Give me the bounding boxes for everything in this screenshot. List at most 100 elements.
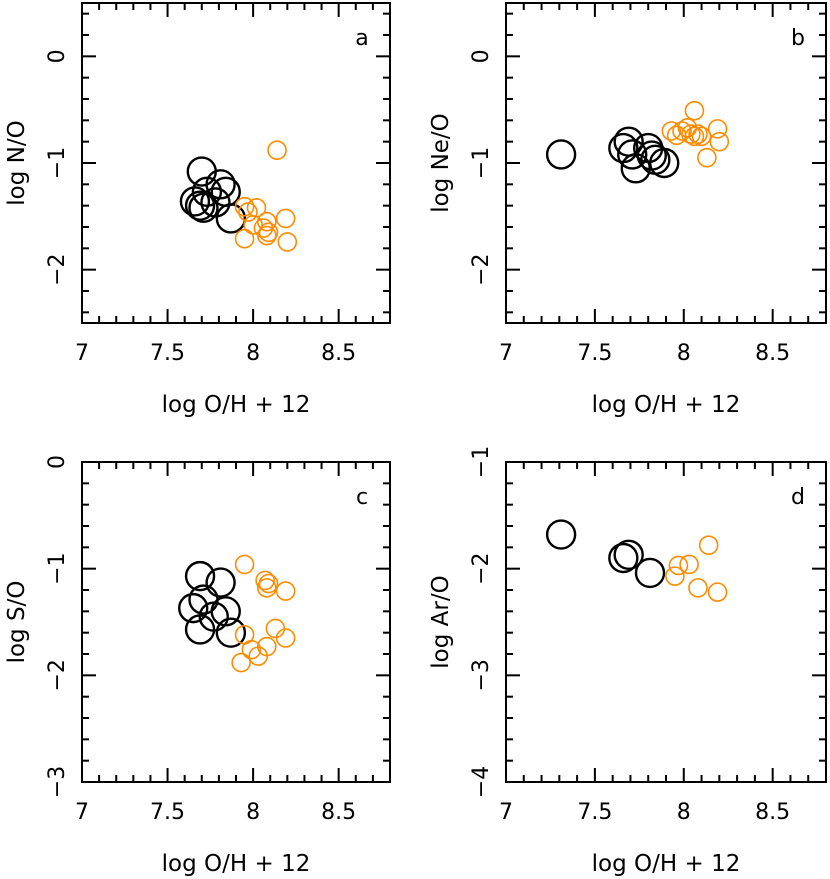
x-tick-label: 8.5 — [755, 800, 790, 825]
orange-data-point — [275, 208, 296, 229]
orange-data-point — [688, 578, 708, 598]
black-data-point — [186, 156, 217, 187]
black-data-point — [184, 190, 216, 221]
black-data-point — [634, 557, 666, 589]
y-axis-title: log Ar/O — [428, 575, 454, 668]
x-tick-label: 7 — [75, 800, 89, 825]
orange-data-point — [277, 232, 298, 252]
black-data-point — [617, 139, 648, 170]
orange-data-point — [698, 535, 719, 556]
panel-letter: b — [791, 26, 805, 51]
y-tick-label: −1 — [45, 147, 70, 179]
plot-frame — [81, 2, 391, 324]
black-data-point — [205, 169, 236, 200]
orange-data-point — [275, 581, 296, 601]
orange-data-point — [256, 225, 277, 246]
x-tick-label: 7.5 — [150, 341, 185, 366]
black-data-point — [640, 144, 671, 176]
orange-data-point — [275, 628, 296, 648]
y-axis-title: log N/O — [4, 120, 30, 205]
y-tick-label: −1 — [469, 147, 494, 179]
orange-data-point — [255, 570, 275, 591]
orange-data-point — [248, 646, 269, 666]
x-tick-label: 8 — [246, 800, 260, 825]
x-tick-label: 8.5 — [321, 800, 356, 825]
orange-data-point — [231, 652, 251, 673]
orange-data-point — [688, 124, 708, 144]
black-data-point — [215, 203, 247, 234]
x-tick-label: 7.5 — [577, 800, 612, 825]
y-axis-title: log Ne/O — [428, 113, 454, 213]
panel-c: 7 7.5 8 8.5 −3 −2 −1 0 log O/H + 12 log S/O c — [4, 455, 391, 877]
x-tick-label: 7.5 — [577, 341, 612, 366]
orange-data-point — [707, 582, 728, 602]
y-tick-label: −2 — [45, 253, 70, 285]
orange-data-point — [234, 228, 255, 249]
x-axis-title: log O/H + 12 — [162, 392, 311, 418]
x-axis-title: log O/H + 12 — [592, 851, 741, 877]
black-data-point — [545, 519, 577, 550]
orange-data-point — [679, 554, 699, 575]
orange-data-point — [709, 131, 730, 152]
black-data-point — [184, 560, 216, 592]
orange-data-point — [681, 124, 701, 144]
y-tick-label: −2 — [45, 659, 70, 691]
black-data-point — [205, 567, 236, 598]
y-tick-label: 0 — [469, 49, 494, 63]
orange-data-point — [707, 119, 728, 139]
orange-data-point — [267, 140, 287, 160]
y-tick-label: −2 — [469, 253, 494, 285]
x-tick-label: 8 — [246, 341, 260, 366]
orange-data-point — [665, 566, 685, 586]
panel-letter: d — [791, 485, 805, 510]
black-data-point — [200, 187, 231, 218]
y-tick-label: −3 — [45, 766, 70, 798]
x-axis-title: log O/H + 12 — [592, 392, 741, 418]
black-data-point — [210, 596, 241, 627]
x-tick-label: 7 — [499, 800, 513, 825]
black-data-point — [545, 139, 577, 170]
orange-data-point — [256, 578, 277, 598]
y-axis-title: log S/O — [4, 581, 30, 664]
orange-data-point — [661, 121, 682, 141]
y-tick-label: 0 — [45, 49, 70, 63]
orange-data-point — [243, 215, 263, 235]
x-tick-label: 8 — [677, 800, 691, 825]
black-data-point — [184, 614, 216, 645]
orange-data-point — [265, 618, 286, 639]
orange-data-point — [684, 126, 705, 147]
x-axis-title: log O/H + 12 — [162, 851, 311, 877]
y-tick-label: −1 — [469, 446, 494, 478]
black-data-point — [613, 539, 644, 570]
orange-data-point — [672, 121, 692, 141]
panel-letter: a — [355, 26, 368, 51]
x-tick-label: 8 — [677, 341, 691, 366]
x-tick-label: 7.5 — [150, 800, 185, 825]
plot-frame — [505, 461, 827, 783]
y-tick-label: −2 — [469, 552, 494, 584]
black-data-point — [608, 542, 639, 574]
black-data-point — [179, 186, 211, 217]
orange-data-point — [684, 100, 705, 121]
x-tick-label: 7 — [499, 341, 513, 366]
orange-data-point — [258, 222, 279, 243]
orange-data-point — [241, 639, 262, 660]
y-tick-label: −3 — [469, 659, 494, 691]
panel-d: 7 7.5 8 8.5 −4 −3 −2 −1 log O/H + 12 log Ar/O d — [428, 446, 827, 877]
orange-data-point — [234, 196, 255, 217]
orange-data-point — [234, 554, 255, 575]
black-data-point — [178, 592, 209, 624]
orange-data-point — [668, 555, 689, 576]
y-tick-label: −1 — [45, 552, 70, 584]
x-tick-label: 8.5 — [321, 341, 356, 366]
y-tick-label: −4 — [469, 766, 494, 798]
orange-data-point — [691, 126, 712, 147]
y-tick-label: 0 — [45, 455, 70, 469]
x-tick-label: 8.5 — [755, 341, 790, 366]
x-tick-label: 7 — [75, 341, 89, 366]
plot-frame — [505, 2, 827, 324]
panel-b: 7 7.5 8 8.5 −2 −1 0 log O/H + 12 log Ne/O b — [428, 2, 827, 418]
panel-letter: c — [356, 485, 368, 510]
orange-data-point — [697, 147, 717, 168]
